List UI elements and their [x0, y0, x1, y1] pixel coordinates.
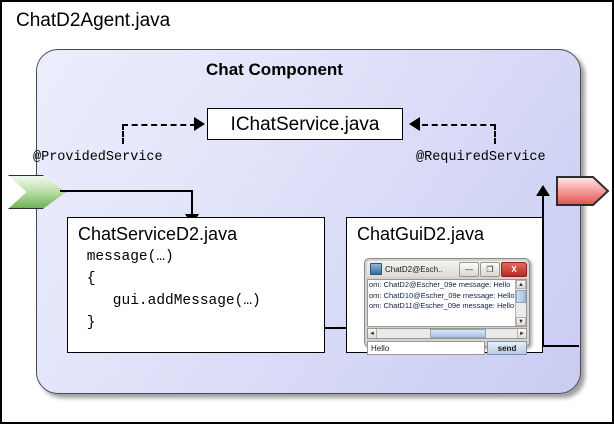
required-service-annotation: @RequiredService — [416, 150, 546, 165]
scroll-right-icon[interactable]: ► — [517, 329, 526, 338]
scroll-left-icon[interactable]: ◄ — [368, 329, 377, 338]
chat-service-title: ChatServiceD2.java — [78, 224, 238, 244]
scroll-up-icon[interactable]: ▲ — [516, 280, 526, 289]
connector-send-arrowhead — [536, 185, 550, 196]
interface-label: IChatService.java — [230, 113, 380, 135]
connector-provided-vertical — [191, 190, 193, 217]
embedded-chat-window[interactable]: ChatD2@Esch.. — ❐ X om: ChatD2@Escher_09… — [364, 258, 530, 355]
provided-service-annotation: @ProvidedService — [33, 150, 163, 165]
dashed-stub-provided — [122, 124, 124, 144]
scroll-down-icon[interactable]: ▼ — [516, 317, 526, 326]
minimize-button[interactable]: — — [459, 261, 479, 277]
vertical-scrollbar[interactable]: ▲ ▼ — [515, 280, 526, 326]
send-button[interactable]: send — [487, 341, 527, 355]
horizontal-scrollbar[interactable]: ◄ ► — [367, 328, 527, 339]
close-button[interactable]: X — [501, 261, 527, 277]
component-title: Chat Component — [206, 60, 343, 79]
dashed-arrowhead-required — [409, 117, 420, 131]
horizontal-scroll-thumb[interactable] — [430, 329, 486, 338]
interface-box: IChatService.java — [207, 108, 403, 140]
dashed-arrowhead-provided — [194, 117, 205, 131]
chat-service-box: ChatServiceD2.java message(…) { gui.addM… — [67, 217, 325, 353]
connector-send-vertical — [542, 191, 544, 346]
chat-service-code-line-0: message(…) — [78, 248, 174, 265]
chat-service-code-line-2: gui.addMessage(…) — [78, 292, 261, 309]
required-service-port-icon — [555, 175, 610, 207]
dashed-line-required — [422, 124, 496, 126]
chat-service-code-line-1: { — [78, 270, 96, 287]
java-app-icon — [370, 263, 382, 275]
connector-send-horizontal — [532, 345, 579, 347]
list-item: om: ChatD10@Escher_09e message: Hello — [369, 290, 515, 300]
chat-service-code-line-3: } — [78, 314, 96, 331]
vertical-scroll-thumb[interactable] — [516, 290, 526, 303]
message-list[interactable]: om: ChatD2@Escher_09e message: Hello om:… — [367, 279, 527, 327]
agent-title: ChatD2Agent.java — [16, 10, 171, 31]
window-title: ChatD2@Esch.. — [385, 264, 443, 274]
message-input[interactable]: Hello — [367, 341, 485, 355]
connector-provided-horizontal — [60, 190, 192, 192]
list-item: om: ChatD2@Escher_09e message: Hello — [369, 280, 511, 289]
required-port-svg — [556, 176, 610, 206]
dashed-line-provided — [122, 124, 196, 126]
message-entry-row: Hello send — [367, 341, 527, 355]
dashed-stub-required — [494, 124, 496, 144]
maximize-button[interactable]: ❐ — [480, 261, 500, 277]
list-item: om: ChatD11@Escher_09e message: Hello — [369, 301, 515, 311]
chat-gui-title: ChatGuiD2.java — [357, 224, 485, 244]
window-titlebar[interactable]: ChatD2@Esch.. — ❐ X — [367, 261, 527, 277]
